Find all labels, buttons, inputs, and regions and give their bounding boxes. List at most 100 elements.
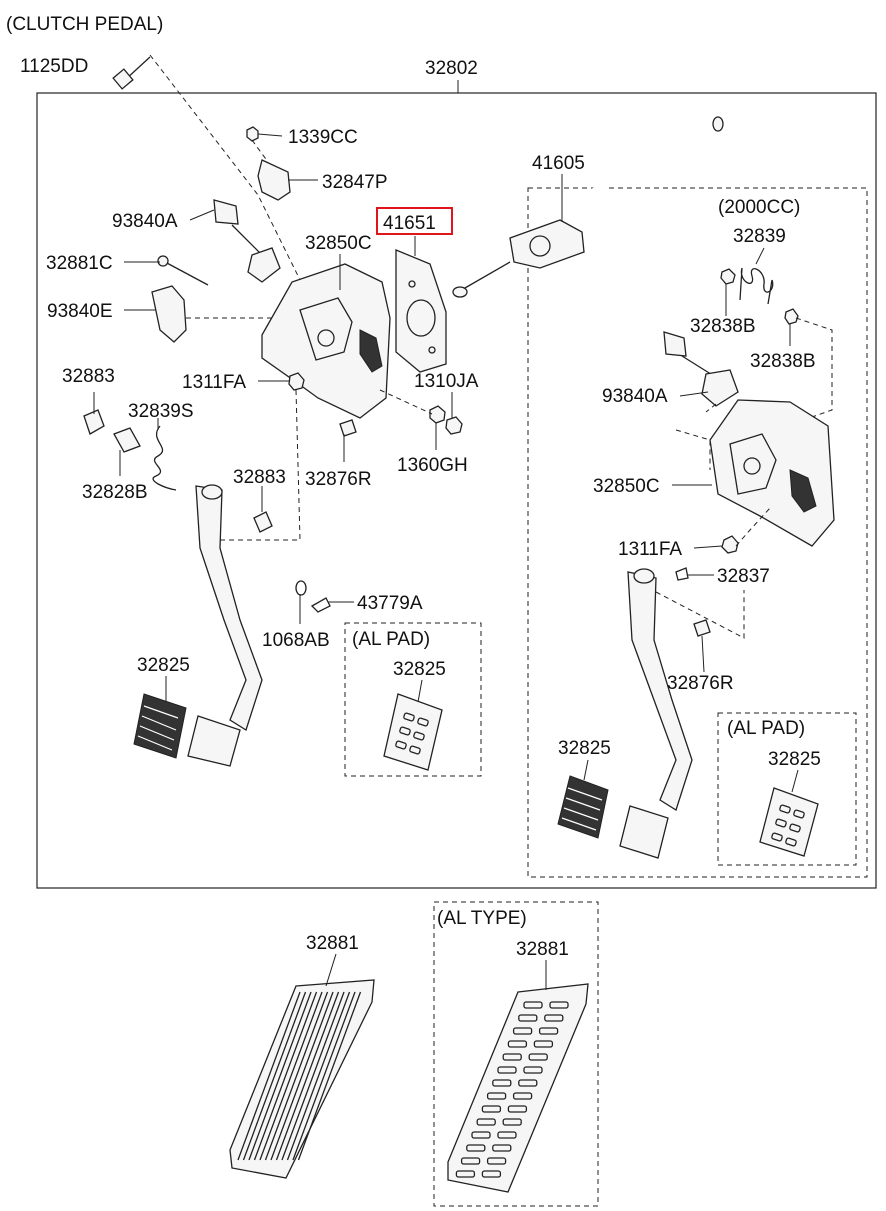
part-label-32825-alpad-left[interactable]: 32825 [393, 659, 446, 680]
al-pad-box-right [717, 712, 857, 866]
section-label-al-pad-right: (AL PAD) [727, 718, 805, 739]
section-label-2000cc: (2000CC) [718, 197, 800, 218]
sensor-93840A-right-icon [663, 331, 739, 407]
part-label-1310JA[interactable]: 1310JA [414, 371, 479, 392]
pedal-rib [242, 991, 307, 1161]
nut-32838B-a-icon [720, 268, 736, 285]
part-label-32847P[interactable]: 32847P [322, 172, 388, 193]
bolt-1125DD-icon [112, 56, 151, 90]
pedal-rib [275, 991, 340, 1161]
pedal-slot [497, 1066, 517, 1074]
pedal-slot [549, 1001, 569, 1009]
pedal-slot [481, 1170, 502, 1178]
pedal-rib [270, 991, 334, 1161]
accelerator-pedal-32881-icon [229, 979, 375, 1179]
pedal-rib [253, 991, 318, 1161]
part-label-43779A[interactable]: 43779A [357, 593, 423, 614]
part-label-32883-a[interactable]: 32883 [62, 366, 115, 387]
pedal-rib [248, 991, 312, 1161]
part-label-32850C-left[interactable]: 32850C [305, 233, 372, 254]
bush-32883-icon [83, 409, 105, 435]
part-label-93840A-right[interactable]: 93840A [602, 386, 668, 407]
pedal-slot [492, 1144, 512, 1152]
part-label-1360GH[interactable]: 1360GH [397, 455, 468, 476]
part-label-1311FA-left[interactable]: 1311FA [182, 372, 246, 393]
stopper-32876R-right-icon [693, 619, 711, 637]
pedal-slot [486, 1157, 507, 1165]
pedal-slot [497, 1131, 517, 1139]
pedal-rib [292, 991, 356, 1161]
spring-32839-icon [739, 267, 774, 305]
part-label-32828B[interactable]: 32828B [82, 482, 148, 503]
switch-93840E-icon [151, 285, 187, 343]
part-label-41651[interactable]: 41651 [383, 213, 436, 234]
clutch-pedal-arm-icon [187, 484, 263, 767]
part-label-32837[interactable]: 32837 [717, 566, 770, 587]
part-label-1311FA-right[interactable]: 1311FA [618, 539, 682, 560]
main-assembly-frame [36, 92, 877, 889]
pedal-slot [512, 1092, 533, 1100]
pedal-bracket-32850C-right-icon [709, 399, 835, 547]
part-label-1068AB[interactable]: 1068AB [262, 630, 330, 651]
part-label-1339CC[interactable]: 1339CC [288, 127, 358, 148]
pedal-slot [518, 1079, 538, 1087]
part-label-32881[interactable]: 32881 [306, 933, 359, 954]
part-label-32881-altype[interactable]: 32881 [516, 939, 569, 960]
bracket-32847P-icon [257, 159, 291, 201]
part-label-32802[interactable]: 32802 [425, 58, 478, 79]
nut-1310JA-icon [445, 416, 463, 435]
part-label-1125DD[interactable]: 1125DD [20, 56, 88, 77]
part-label-32881C[interactable]: 32881C [46, 253, 113, 274]
part-label-32876R-left[interactable]: 32876R [305, 469, 372, 490]
pedal-slot [512, 1027, 533, 1035]
pedal-slot [507, 1105, 528, 1113]
al-pad-left-icon [383, 693, 443, 771]
pedal-pad-32825-right-icon [557, 775, 609, 839]
pedal-slot [481, 1105, 502, 1113]
pedal-slot [523, 1001, 543, 1009]
pedal-slot [544, 1014, 564, 1022]
part-label-32825-left[interactable]: 32825 [137, 655, 190, 676]
clip-43779A-icon [310, 597, 331, 613]
pedal-slot [538, 1027, 559, 1035]
section-label-clutch-pedal: (CLUTCH PEDAL) [6, 14, 163, 35]
pedal-rib [297, 991, 362, 1161]
part-label-93840A-left[interactable]: 93840A [112, 211, 178, 232]
part-label-32838B-a[interactable]: 32838B [690, 316, 756, 337]
nut-1339CC-icon [246, 126, 259, 142]
gasket-41651-icon [395, 249, 447, 373]
nut-1311FA-right-icon [721, 535, 739, 554]
section-label-al-pad-left: (AL PAD) [352, 629, 430, 650]
section-label-al-type: (AL TYPE) [437, 908, 527, 929]
part-label-32839S[interactable]: 32839S [128, 401, 194, 422]
part-label-32838B-b[interactable]: 32838B [750, 351, 816, 372]
part-label-41605[interactable]: 41605 [532, 153, 585, 174]
pedal-pad-32825-icon [133, 693, 187, 759]
sensor-93840A-icon [213, 199, 281, 283]
part-label-32876R-right[interactable]: 32876R [667, 673, 734, 694]
part-label-32839[interactable]: 32839 [733, 226, 786, 247]
part-label-32825-right[interactable]: 32825 [558, 738, 611, 759]
al-type-box [433, 901, 599, 1207]
master-cylinder-41605-icon [452, 116, 724, 298]
pedal-rib [281, 991, 345, 1161]
part-label-93840E[interactable]: 93840E [47, 301, 113, 322]
nut-32838B-b-icon [784, 308, 799, 325]
part-label-32883-b[interactable]: 32883 [233, 467, 286, 488]
pedal-slot [455, 1170, 476, 1178]
pedal-rib [237, 991, 301, 1161]
al-pad-box-left [344, 622, 482, 777]
clutch-pedal-arm-right-icon [619, 568, 693, 859]
2000cc-variant-box [527, 187, 868, 878]
accelerator-pedal-al-type-icon [447, 983, 589, 1193]
pedal-slot [502, 1053, 522, 1061]
part-label-32850C-right[interactable]: 32850C [593, 476, 660, 497]
pedal-rib [259, 991, 323, 1161]
part-label-32825-alpad-right[interactable]: 32825 [768, 749, 821, 770]
clip-32837-icon [675, 567, 689, 581]
stopper-32876R-icon [339, 419, 357, 437]
pedal-slot [507, 1040, 528, 1048]
pedal-rib [286, 991, 351, 1161]
pedal-slot [523, 1066, 543, 1074]
